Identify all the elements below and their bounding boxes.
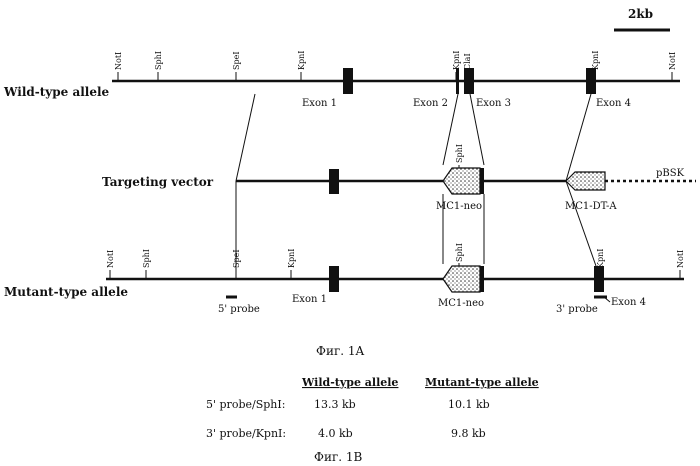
exon-4-label: Exon 4 xyxy=(596,98,631,109)
mc1-dt-a-label: MC1-DT-A xyxy=(565,201,617,212)
mc1-dt-a-cassette xyxy=(566,172,605,190)
mutant-mc1-neo-cassette xyxy=(443,266,480,292)
site-kpni: KpnI xyxy=(287,249,296,268)
site-clai: ClaI xyxy=(463,53,472,70)
site-sphi: SphI xyxy=(154,51,163,70)
vector-site-sphi: SphI xyxy=(455,144,464,163)
site-kpni: KpnI xyxy=(452,51,461,70)
table-cell-mutant: 9.8 kb xyxy=(451,427,486,440)
table-header-wild: Wild-type allele xyxy=(301,376,398,389)
fig-1a-caption: Фиг. 1A xyxy=(316,344,365,358)
mutant-exon-4-label: Exon 4 xyxy=(611,297,646,308)
site-kpni: KpnI xyxy=(596,249,605,268)
exon-1-label: Exon 1 xyxy=(302,98,337,109)
mc1-neo-cassette xyxy=(443,168,480,194)
targeting-vector-label: Targeting vector xyxy=(102,175,214,189)
table-cell-mutant: 10.1 kb xyxy=(448,398,490,411)
exon-2-block xyxy=(456,68,459,94)
mc1-neo-end xyxy=(480,168,484,194)
exon-3-label: Exon 3 xyxy=(476,98,511,109)
site-spei: SpeI xyxy=(232,250,241,269)
exon-3-block xyxy=(464,68,474,94)
site-kpni: KpnI xyxy=(297,51,306,70)
exon-4-block xyxy=(586,68,596,94)
mutant-exon-1-label: Exon 1 xyxy=(292,294,327,305)
site-noti: NotI xyxy=(676,250,685,268)
site-sphi: SphI xyxy=(142,249,151,268)
mutant-mc1-neo-label: MC1-neo xyxy=(438,298,484,309)
pbsk-label: pBSK xyxy=(656,168,685,179)
table-header-mutant: Mutant-type allele xyxy=(425,376,539,389)
mutant-mc1-neo-end xyxy=(480,266,484,292)
mutant-type-label: Mutant-type allele xyxy=(4,285,128,299)
site-noti: NotI xyxy=(668,52,677,70)
table-cell-wild: 13.3 kb xyxy=(314,398,356,411)
probe-3-label: 3' probe xyxy=(556,304,598,315)
table-cell-wild: 4.0 kb xyxy=(318,427,353,440)
site-kpni: KpnI xyxy=(591,51,600,70)
table-row-label: 3' probe/KpnI: xyxy=(206,427,286,440)
wild-type-label: Wild-type allele xyxy=(3,85,110,99)
probe-5-label: 5' probe xyxy=(218,304,260,315)
mutant-site-sphi: SphI xyxy=(455,243,464,262)
table-row-label: 5' probe/SphI: xyxy=(206,398,285,411)
exon-2-label: Exon 2 xyxy=(413,98,448,109)
site-noti: NotI xyxy=(114,52,123,70)
fig-1b-caption: Фиг. 1B xyxy=(314,450,363,464)
scale-bar-label: 2kb xyxy=(628,7,653,21)
site-spei: SpeI xyxy=(232,52,241,71)
site-noti: NotI xyxy=(106,250,115,268)
mutant-exon-1-block xyxy=(329,266,339,292)
mutant-exon-4-block xyxy=(594,266,604,292)
vector-exon-1-block xyxy=(329,169,339,194)
exon-1-block xyxy=(343,68,353,94)
